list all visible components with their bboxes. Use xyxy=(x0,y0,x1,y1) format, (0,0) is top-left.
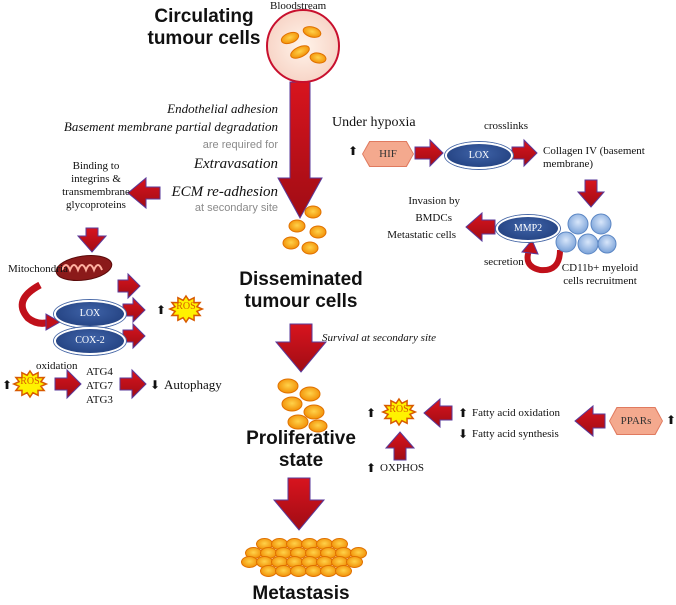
mmp2-node: MMP2 xyxy=(496,215,560,242)
arrow-hif-lox xyxy=(414,138,444,168)
extravasation-line2: Basement membrane partial degradation xyxy=(63,119,278,134)
oxphos-label: OXPHOS xyxy=(380,462,425,474)
crosslinks-label: crosslinks xyxy=(484,120,528,132)
up-arrow-fao: ⬆ xyxy=(458,406,469,420)
ros-burst-2 xyxy=(11,369,49,399)
arrow-mito-right xyxy=(117,272,141,300)
arrow-ecm-binding xyxy=(127,176,161,210)
curve-lox-arrow xyxy=(18,281,62,331)
atg4-label: ATG4 xyxy=(86,366,113,378)
ros-text-2: ROS xyxy=(20,376,40,387)
arrow-binding-down xyxy=(76,227,108,253)
extravasation-required: are required for xyxy=(202,139,278,151)
up-arrow-ros-right: ⬆ xyxy=(366,406,377,420)
autophagy-label: Autophagy xyxy=(164,377,222,392)
up-arrow-ppars: ⬆ xyxy=(666,413,676,427)
lox-node-hypoxia: LOX xyxy=(445,142,513,169)
disseminated-cells xyxy=(282,205,327,255)
cd11b-label: CD11b+ myeloid cells recruitment xyxy=(561,262,639,287)
secretion-label: secretion xyxy=(484,256,524,268)
bloodstream-label: Bloodstream xyxy=(270,0,327,12)
atg7-label: ATG7 xyxy=(86,380,113,392)
hypoxia-title: Under hypoxia xyxy=(332,115,416,130)
up-arrow-hif: ⬆ xyxy=(348,144,359,158)
ecm-site: at secondary site xyxy=(194,202,278,214)
main-arrow-1 xyxy=(277,81,323,220)
arrow-lox-collagen xyxy=(511,138,538,168)
fao-label: Fatty acid oxidation xyxy=(472,407,560,419)
fas-label: Fatty acid synthesis xyxy=(472,428,559,440)
ros-text-1: ROS xyxy=(176,301,196,312)
metastasis-cell xyxy=(275,565,292,577)
cox2-node: COX-2 xyxy=(54,327,126,355)
metastatic-label: Metastatic cells xyxy=(387,229,456,241)
mitochondria-graphic xyxy=(55,254,113,282)
curve-secretion-arrow xyxy=(521,239,563,274)
arrow-fao-ros xyxy=(423,397,453,429)
metastasis-cluster xyxy=(241,538,367,577)
binding-label: Binding to integrins & transmembrane gly… xyxy=(62,160,130,211)
ros-burst-3 xyxy=(380,397,418,427)
main-arrow-2 xyxy=(274,323,328,373)
oxidation-label: oxidation xyxy=(36,360,78,372)
metastasis-cell xyxy=(335,565,352,577)
arrow-cox-right xyxy=(122,322,146,350)
mitochondria-label: Mitochondria xyxy=(8,263,68,275)
ppars-node: PPARs xyxy=(610,408,662,434)
main-arrow-3 xyxy=(272,477,326,531)
atg3-label: ATG3 xyxy=(86,394,113,406)
bloodstream-circle xyxy=(266,9,340,83)
arrow-mmp2-invasion xyxy=(465,211,496,243)
arrow-lox-right xyxy=(122,296,146,324)
stage-proliferative: Proliferative state xyxy=(246,428,356,471)
stage-metastasis: Metastasis xyxy=(252,583,350,604)
proliferative-cells xyxy=(277,378,328,433)
stage-circulating: Circulating tumour cells xyxy=(147,6,261,49)
lox-node-left: LOX xyxy=(54,300,126,328)
myeloid-cells xyxy=(555,213,617,255)
extravasation-line1: Endothelial adhesion xyxy=(167,101,278,116)
collagen-label: Collagen IV (basement membrane) xyxy=(543,145,645,170)
arrow-ppars-fa xyxy=(574,404,606,438)
metastasis-cell xyxy=(260,565,277,577)
up-arrow-ros-left: ⬆ xyxy=(156,303,167,317)
metastasis-cell xyxy=(305,565,322,577)
up-arrow-oxphos: ⬆ xyxy=(366,461,377,475)
ecm-label: ECM re-adhesion xyxy=(171,184,278,200)
down-arrow-fas: ⬇ xyxy=(458,427,469,441)
invasion-label: Invasion by xyxy=(408,195,460,207)
arrow-oxphos-ros xyxy=(384,431,416,461)
metastasis-cell xyxy=(320,565,337,577)
metastasis-cell xyxy=(346,556,363,568)
up-arrow-ros-lower: ⬆ xyxy=(2,378,13,392)
arrow-atg-autophagy xyxy=(119,368,147,400)
down-arrow-autophagy: ⬇ xyxy=(150,378,161,392)
hif-node: HIF xyxy=(363,142,413,166)
ros-text-3: ROS xyxy=(389,404,409,415)
metastasis-cell xyxy=(241,556,258,568)
bmdcs-label: BMDCs xyxy=(415,212,452,224)
arrow-collagen-cd11b xyxy=(576,179,606,208)
arrow-ros-atg xyxy=(54,368,82,400)
metastasis-cell xyxy=(290,565,307,577)
stage-disseminated: Disseminated tumour cells xyxy=(239,269,363,312)
extravasation-label: Extravasation xyxy=(193,156,278,172)
ros-burst-1 xyxy=(167,294,205,324)
survival-label: Survival at secondary site xyxy=(322,332,436,344)
